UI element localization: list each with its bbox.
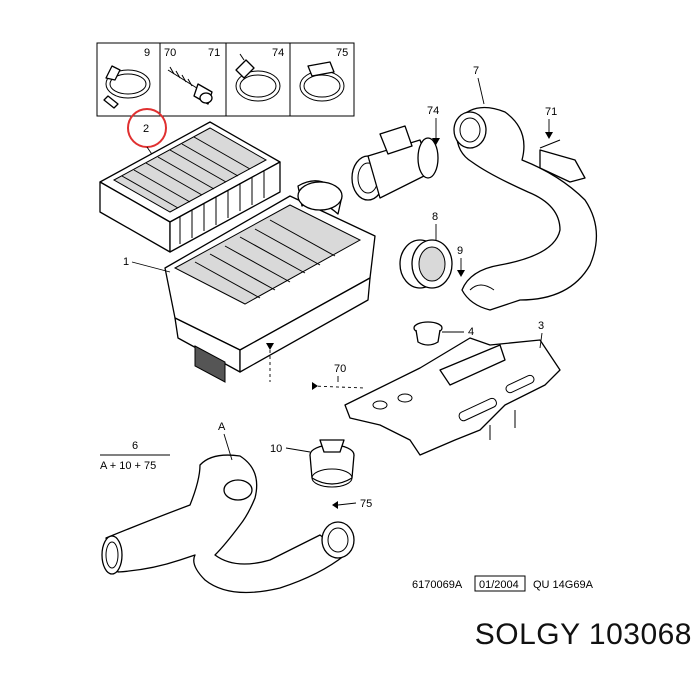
reference-date: 01/2004 bbox=[479, 579, 519, 591]
reference-code: 6170069A bbox=[412, 579, 463, 591]
air-flow-meter bbox=[351, 125, 439, 201]
callout-75: 75 bbox=[360, 498, 372, 510]
header-label-75: 75 bbox=[336, 47, 348, 59]
callout-6-formula: A + 10 + 75 bbox=[100, 460, 156, 472]
callout-3: 3 bbox=[538, 320, 544, 332]
callout-74: 74 bbox=[427, 105, 439, 117]
header-label-9: 9 bbox=[144, 47, 150, 59]
air-filter-housing bbox=[164, 180, 376, 383]
callout-9: 9 bbox=[457, 245, 463, 257]
callout-7: 7 bbox=[473, 65, 479, 77]
intake-ring bbox=[399, 239, 453, 289]
callout-70: 70 bbox=[334, 363, 346, 375]
rubber-grommet bbox=[413, 321, 443, 346]
air-duct-hose bbox=[101, 454, 355, 594]
brand-part-number: SOLGY 103068 bbox=[474, 618, 692, 651]
callout-1: 1 bbox=[123, 256, 129, 268]
worm-clamp-icon bbox=[235, 53, 281, 102]
callout-10: 10 bbox=[270, 443, 282, 455]
callout-2: 2 bbox=[143, 123, 149, 135]
header-label-71: 71 bbox=[208, 47, 220, 59]
air-intake-hose bbox=[453, 106, 598, 311]
callout-4: 4 bbox=[468, 326, 474, 338]
hose-coupling bbox=[309, 439, 355, 488]
callout-6: 6 bbox=[132, 440, 138, 452]
air-filter-element bbox=[99, 121, 281, 253]
header-boxes: 9 70 71 74 75 bbox=[96, 42, 355, 117]
callout-8: 8 bbox=[432, 211, 438, 223]
band-clamp-icon bbox=[299, 61, 345, 102]
callout-71: 71 bbox=[545, 106, 557, 118]
reference-strip: 6170069A 01/2004 QU 14G69A bbox=[412, 575, 594, 592]
header-label-74: 74 bbox=[272, 47, 284, 59]
callout-A: A bbox=[218, 421, 226, 433]
hose-clamp-icon bbox=[103, 65, 151, 109]
header-label-70: 70 bbox=[164, 47, 176, 59]
mounting-bracket bbox=[344, 337, 561, 456]
screw-icon bbox=[167, 66, 213, 105]
reference-model: QU 14G69A bbox=[533, 579, 594, 591]
